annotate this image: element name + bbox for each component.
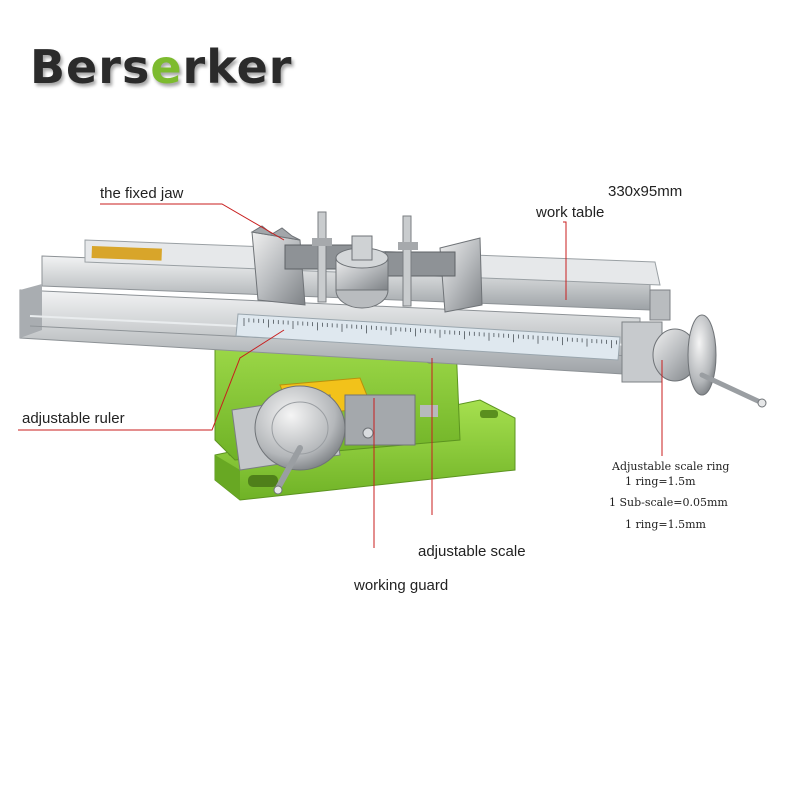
label-dimensions: 330x95mm	[608, 183, 683, 200]
label-work-table: work table	[536, 204, 605, 221]
brand-prefix: Bers	[30, 40, 151, 94]
brand-logo: Berserker	[30, 44, 292, 90]
scale-ring-line1: 1 ring=1.5m	[625, 475, 696, 488]
side-handwheel	[621, 289, 767, 408]
scale-ring-line2: 1 Sub-scale=0.05mm	[609, 496, 728, 509]
scale-ring-line3: 1 ring=1.5mm	[625, 518, 706, 531]
vise-jaws	[250, 211, 483, 313]
scale-ring-title: Adjustable scale ring	[612, 460, 730, 473]
front-handwheel	[231, 385, 346, 495]
label-fixed-jaw: the fixed jaw	[100, 185, 184, 202]
label-adjustable-scale: adjustable scale	[418, 543, 526, 560]
working-guard	[344, 394, 438, 446]
brand-accent: e	[150, 40, 183, 94]
brand-suffix: rker	[182, 40, 293, 94]
ruler-ticks	[243, 318, 617, 349]
label-adjustable-ruler: adjustable ruler	[22, 410, 125, 427]
label-working-guard: working guard	[354, 577, 449, 594]
callout-leaders	[18, 203, 663, 548]
